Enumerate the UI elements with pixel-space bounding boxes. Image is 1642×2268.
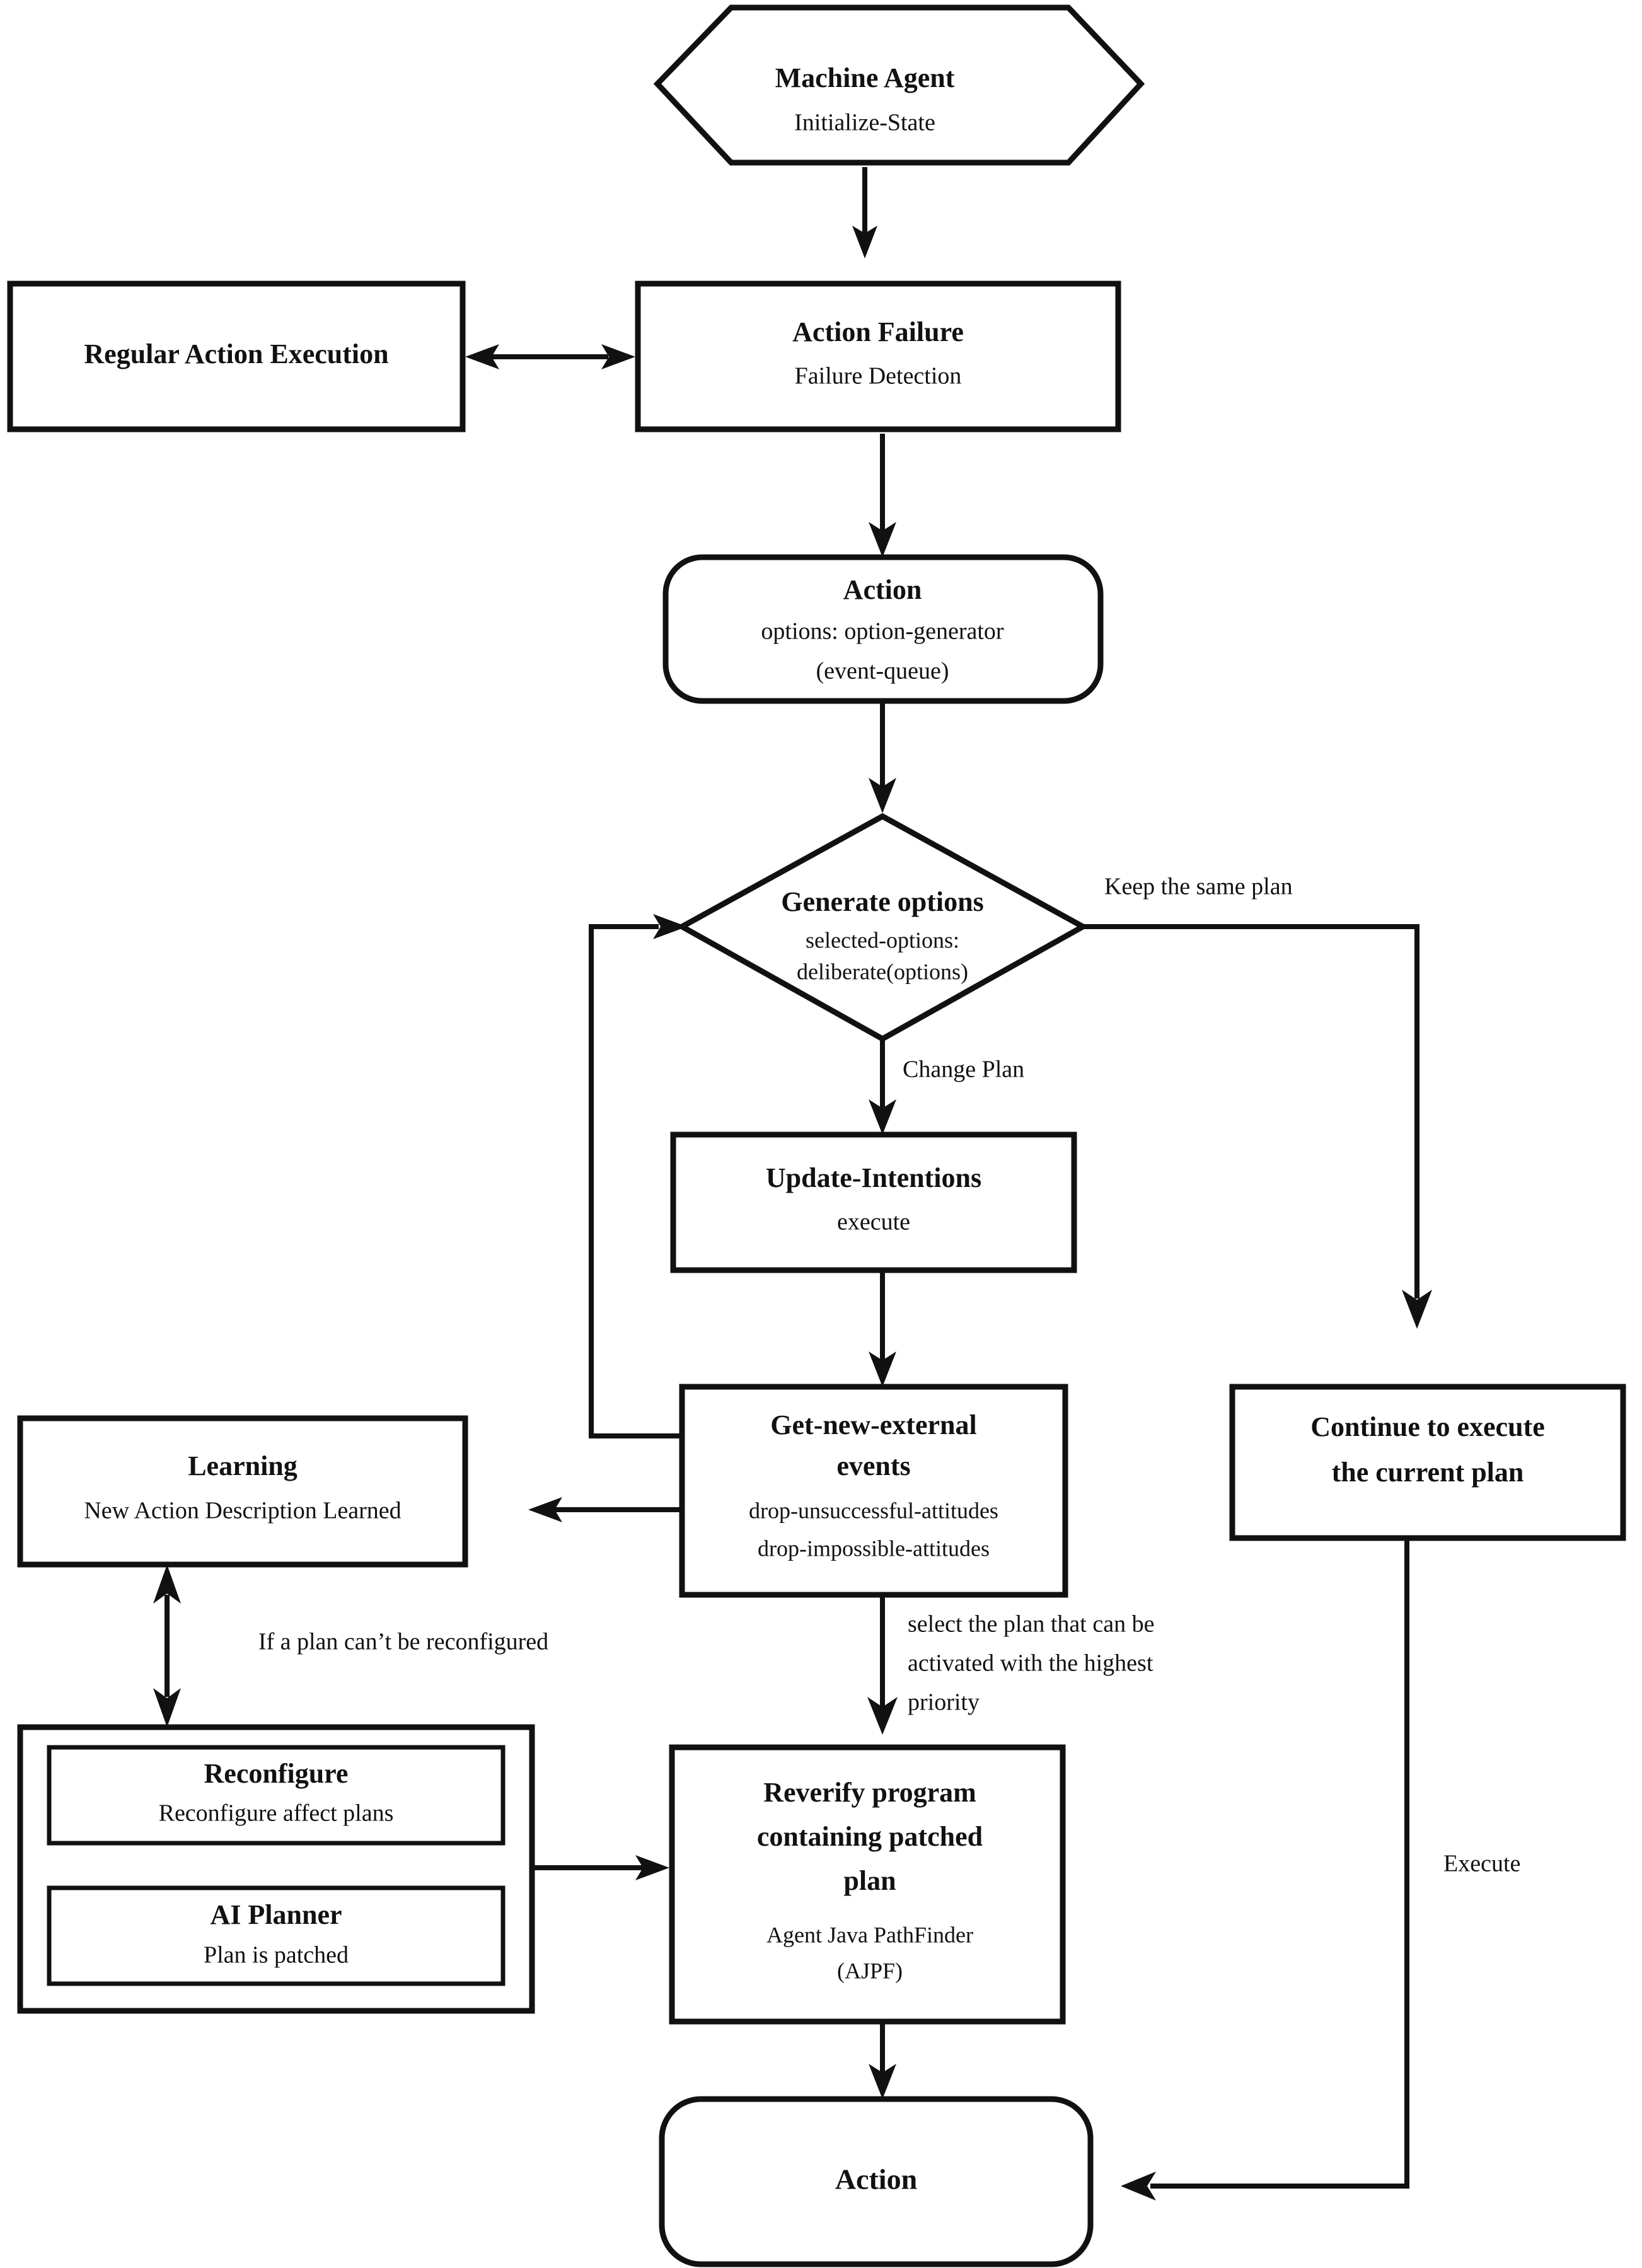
node-reconfigure[interactable]: Reconfigure Reconfigure affect plans — [47, 1745, 506, 1846]
label-change-plan: Change Plan — [903, 1056, 1024, 1083]
edge-regular-execution-action-failure — [465, 344, 635, 369]
learning-subtitle: New Action Description Learned — [84, 1498, 401, 1524]
node-machine-agent[interactable]: Machine Agent Initialize-State — [653, 4, 1145, 166]
action-final-title: Action — [835, 2163, 917, 2196]
label-select-plan-line1: select the plan that can be — [908, 1611, 1154, 1638]
continue-execute-line1: Continue to execute — [1310, 1411, 1545, 1442]
get-events-title-line1: Get-new-external — [770, 1409, 976, 1440]
update-intentions-subtitle: execute — [837, 1209, 910, 1235]
get-events-line3: drop-unsuccessful-attitudes — [749, 1498, 998, 1523]
edge-action-failure-to-action-options — [869, 434, 896, 557]
label-execute: Execute — [1443, 1851, 1520, 1877]
edge-update-intentions-to-get-events — [869, 1270, 896, 1387]
node-update-intentions[interactable]: Update-Intentions execute — [670, 1131, 1077, 1273]
reconfigure-title: Reconfigure — [204, 1758, 349, 1789]
edge-reverify-to-action-final — [869, 2020, 896, 2099]
reconfigure-subtitle: Reconfigure affect plans — [159, 1800, 394, 1827]
edge-execute-to-action-final — [1121, 1538, 1409, 2201]
node-regular-action-execution[interactable]: Regular Action Execution — [7, 281, 466, 432]
action-options-line2: options: option-generator — [761, 618, 1004, 645]
action-failure-subtitle: Failure Detection — [795, 363, 962, 390]
node-learning[interactable]: Learning New Action Description Learned — [17, 1415, 468, 1568]
action-options-title: Action — [843, 574, 922, 605]
reverify-line4: Agent Java PathFinder — [766, 1922, 973, 1947]
continue-execute-line2: the current plan — [1332, 1457, 1524, 1488]
generate-options-line2: selected-options: — [806, 927, 959, 952]
edge-reconfigure-group-to-reverify — [531, 1855, 669, 1880]
reverify-line2: containing patched — [757, 1821, 983, 1852]
get-events-line4: drop-impossible-attitudes — [758, 1536, 990, 1561]
edge-events-feedback-to-generate-options — [589, 914, 687, 1438]
ai-planner-title: AI Planner — [211, 1899, 342, 1930]
edge-machine-agent-to-action-failure — [852, 167, 877, 258]
get-events-title-line2: events — [836, 1450, 910, 1481]
label-if-plan-cannot-be-reconfigured: If a plan can’t be reconfigured — [258, 1629, 548, 1655]
reverify-line3: plan — [843, 1865, 896, 1896]
edge-events-to-reverify — [867, 1595, 898, 1735]
ai-planner-subtitle: Plan is patched — [204, 1942, 349, 1969]
label-keep-same-plan: Keep the same plan — [1104, 874, 1293, 900]
edge-keep-same-plan — [1082, 924, 1432, 1329]
edge-events-to-learning — [528, 1497, 684, 1522]
node-action-failure[interactable]: Action Failure Failure Detection — [635, 281, 1121, 432]
action-failure-title: Action Failure — [792, 316, 964, 347]
node-reverify[interactable]: Reverify program containing patched plan… — [669, 1744, 1066, 2025]
generate-options-title: Generate options — [781, 886, 983, 917]
node-continue-execute[interactable]: Continue to execute the current plan — [1229, 1384, 1626, 1541]
edge-learning-reconfigure-bidirectional — [153, 1565, 181, 1727]
node-action-options[interactable]: Action options: option-generator (event-… — [662, 554, 1104, 704]
node-get-new-external-events[interactable]: Get-new-external events drop-unsuccessfu… — [679, 1384, 1068, 1598]
label-select-plan-line2: activated with the highest — [908, 1650, 1153, 1677]
node-action-final[interactable]: Action — [659, 2096, 1094, 2267]
machine-agent-subtitle: Initialize-State — [794, 110, 935, 136]
edge-change-plan — [869, 1040, 896, 1135]
generate-options-line3: deliberate(options) — [797, 959, 968, 984]
node-generate-options[interactable]: Generate options selected-options: delib… — [676, 813, 1089, 1043]
reverify-line5: (AJPF) — [837, 1958, 903, 1983]
regular-action-execution-title: Regular Action Execution — [84, 338, 388, 369]
label-select-plan-line3: priority — [908, 1689, 980, 1716]
reverify-line1: Reverify program — [763, 1777, 976, 1808]
edge-action-options-to-generate-options — [869, 702, 896, 813]
machine-agent-title: Machine Agent — [775, 62, 955, 93]
learning-title: Learning — [188, 1450, 298, 1481]
update-intentions-title: Update-Intentions — [766, 1162, 981, 1193]
action-options-line3: (event-queue) — [816, 658, 949, 685]
node-ai-planner[interactable]: AI Planner Plan is patched — [47, 1885, 506, 1986]
